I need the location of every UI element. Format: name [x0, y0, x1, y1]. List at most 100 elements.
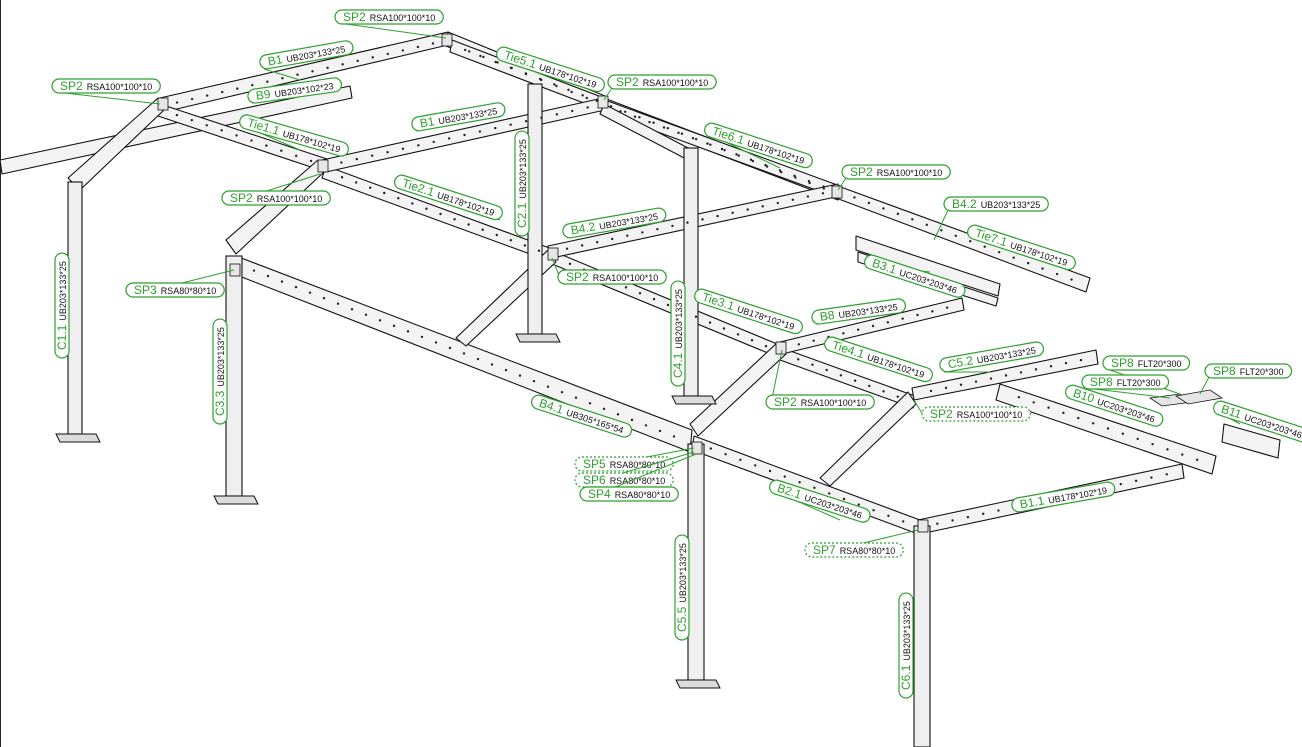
bolt-hole [417, 144, 420, 147]
bolt-hole [236, 87, 239, 90]
bolt-hole [611, 237, 614, 241]
bolt-hole [630, 418, 634, 422]
bolt-hole [1055, 272, 1059, 276]
bolt-hole [341, 63, 344, 66]
member-tag-id: SP2 [930, 407, 953, 421]
bolt-hole [175, 101, 179, 104]
bolt-hole [822, 185, 825, 188]
member-tag-id: SP2 [616, 75, 639, 89]
bolt-hole [925, 223, 929, 227]
bolt-hole [411, 202, 414, 205]
member-tag-outline [411, 102, 506, 132]
bolt-hole [811, 363, 814, 366]
member-tag-id: SP7 [813, 543, 836, 557]
bolt-hole [294, 285, 298, 289]
bolt-hole [983, 245, 986, 248]
bolt-hole [989, 377, 993, 380]
bolt-hole [1064, 361, 1068, 365]
bolt-hole [648, 120, 651, 124]
bolt-hole [524, 72, 528, 75]
knee-left-front [225, 159, 325, 255]
bolt-hole [662, 126, 666, 129]
bolt-hole [555, 84, 558, 88]
bolt-hole [309, 159, 313, 163]
member-tag-section: RSA80*80*10 [610, 460, 666, 470]
bolt-hole [902, 520, 905, 523]
member-tag-id: B9 [255, 87, 272, 103]
bolt-hole [565, 247, 569, 250]
bolt-hole [842, 332, 845, 335]
column-c4-1 [683, 147, 699, 397]
bolt-hole [1121, 432, 1125, 435]
member-tag-section: RSA100*100*10 [87, 82, 153, 92]
bolt-hole [322, 296, 326, 300]
bolt-hole [1106, 427, 1110, 430]
bolt-hole [916, 313, 919, 317]
bolt-hole [432, 140, 435, 144]
bolt-hole [736, 333, 740, 336]
member-tag-id: SP2 [774, 395, 797, 409]
bolt-hole [896, 212, 900, 216]
bolt-hole [887, 514, 890, 517]
bolt-hole [397, 197, 400, 200]
bolt-hole [495, 233, 498, 237]
bolt-hole [671, 224, 674, 228]
member-tag-outline [1065, 384, 1164, 427]
member-tag-section: RSA100*100*10 [957, 410, 1023, 420]
column-tag-section: UB203*133*25 [674, 289, 684, 349]
member-tag-outline [841, 164, 951, 180]
bolt-hole [1017, 396, 1021, 399]
member-tag-section: UB203*133*25 [981, 200, 1041, 210]
member-tag[interactable]: SP2 RSA100*100*10 [921, 406, 1031, 422]
bolt-hole [296, 73, 299, 76]
bolt-hole [392, 324, 396, 328]
base-plate-c1 [55, 433, 101, 443]
bolt-hole [308, 291, 312, 294]
bolt-hole [266, 274, 270, 278]
bolt-hole [839, 374, 843, 377]
bolt-hole [406, 330, 410, 333]
bolt-hole [447, 137, 451, 140]
node-plate [547, 247, 559, 261]
bolt-hole [568, 262, 572, 266]
member-tag-id: B10 [1071, 386, 1096, 406]
column-tag-id: C3.3 [213, 390, 227, 416]
bolt-hole [490, 363, 494, 366]
member-tag-id: SP8 [1213, 364, 1236, 378]
column-tag-section: UB203*133*25 [518, 139, 528, 199]
member-tag-id: B1 [267, 52, 284, 68]
bolt-hole [680, 132, 684, 135]
bolt-hole [720, 147, 724, 151]
member-tag-outline [769, 479, 871, 523]
bolt-hole [546, 385, 550, 388]
bolt-hole [383, 191, 386, 195]
bolt-hole [945, 306, 949, 309]
bolt-hole [585, 96, 588, 100]
bolt-hole [266, 80, 269, 83]
bolt-hole [434, 341, 438, 344]
